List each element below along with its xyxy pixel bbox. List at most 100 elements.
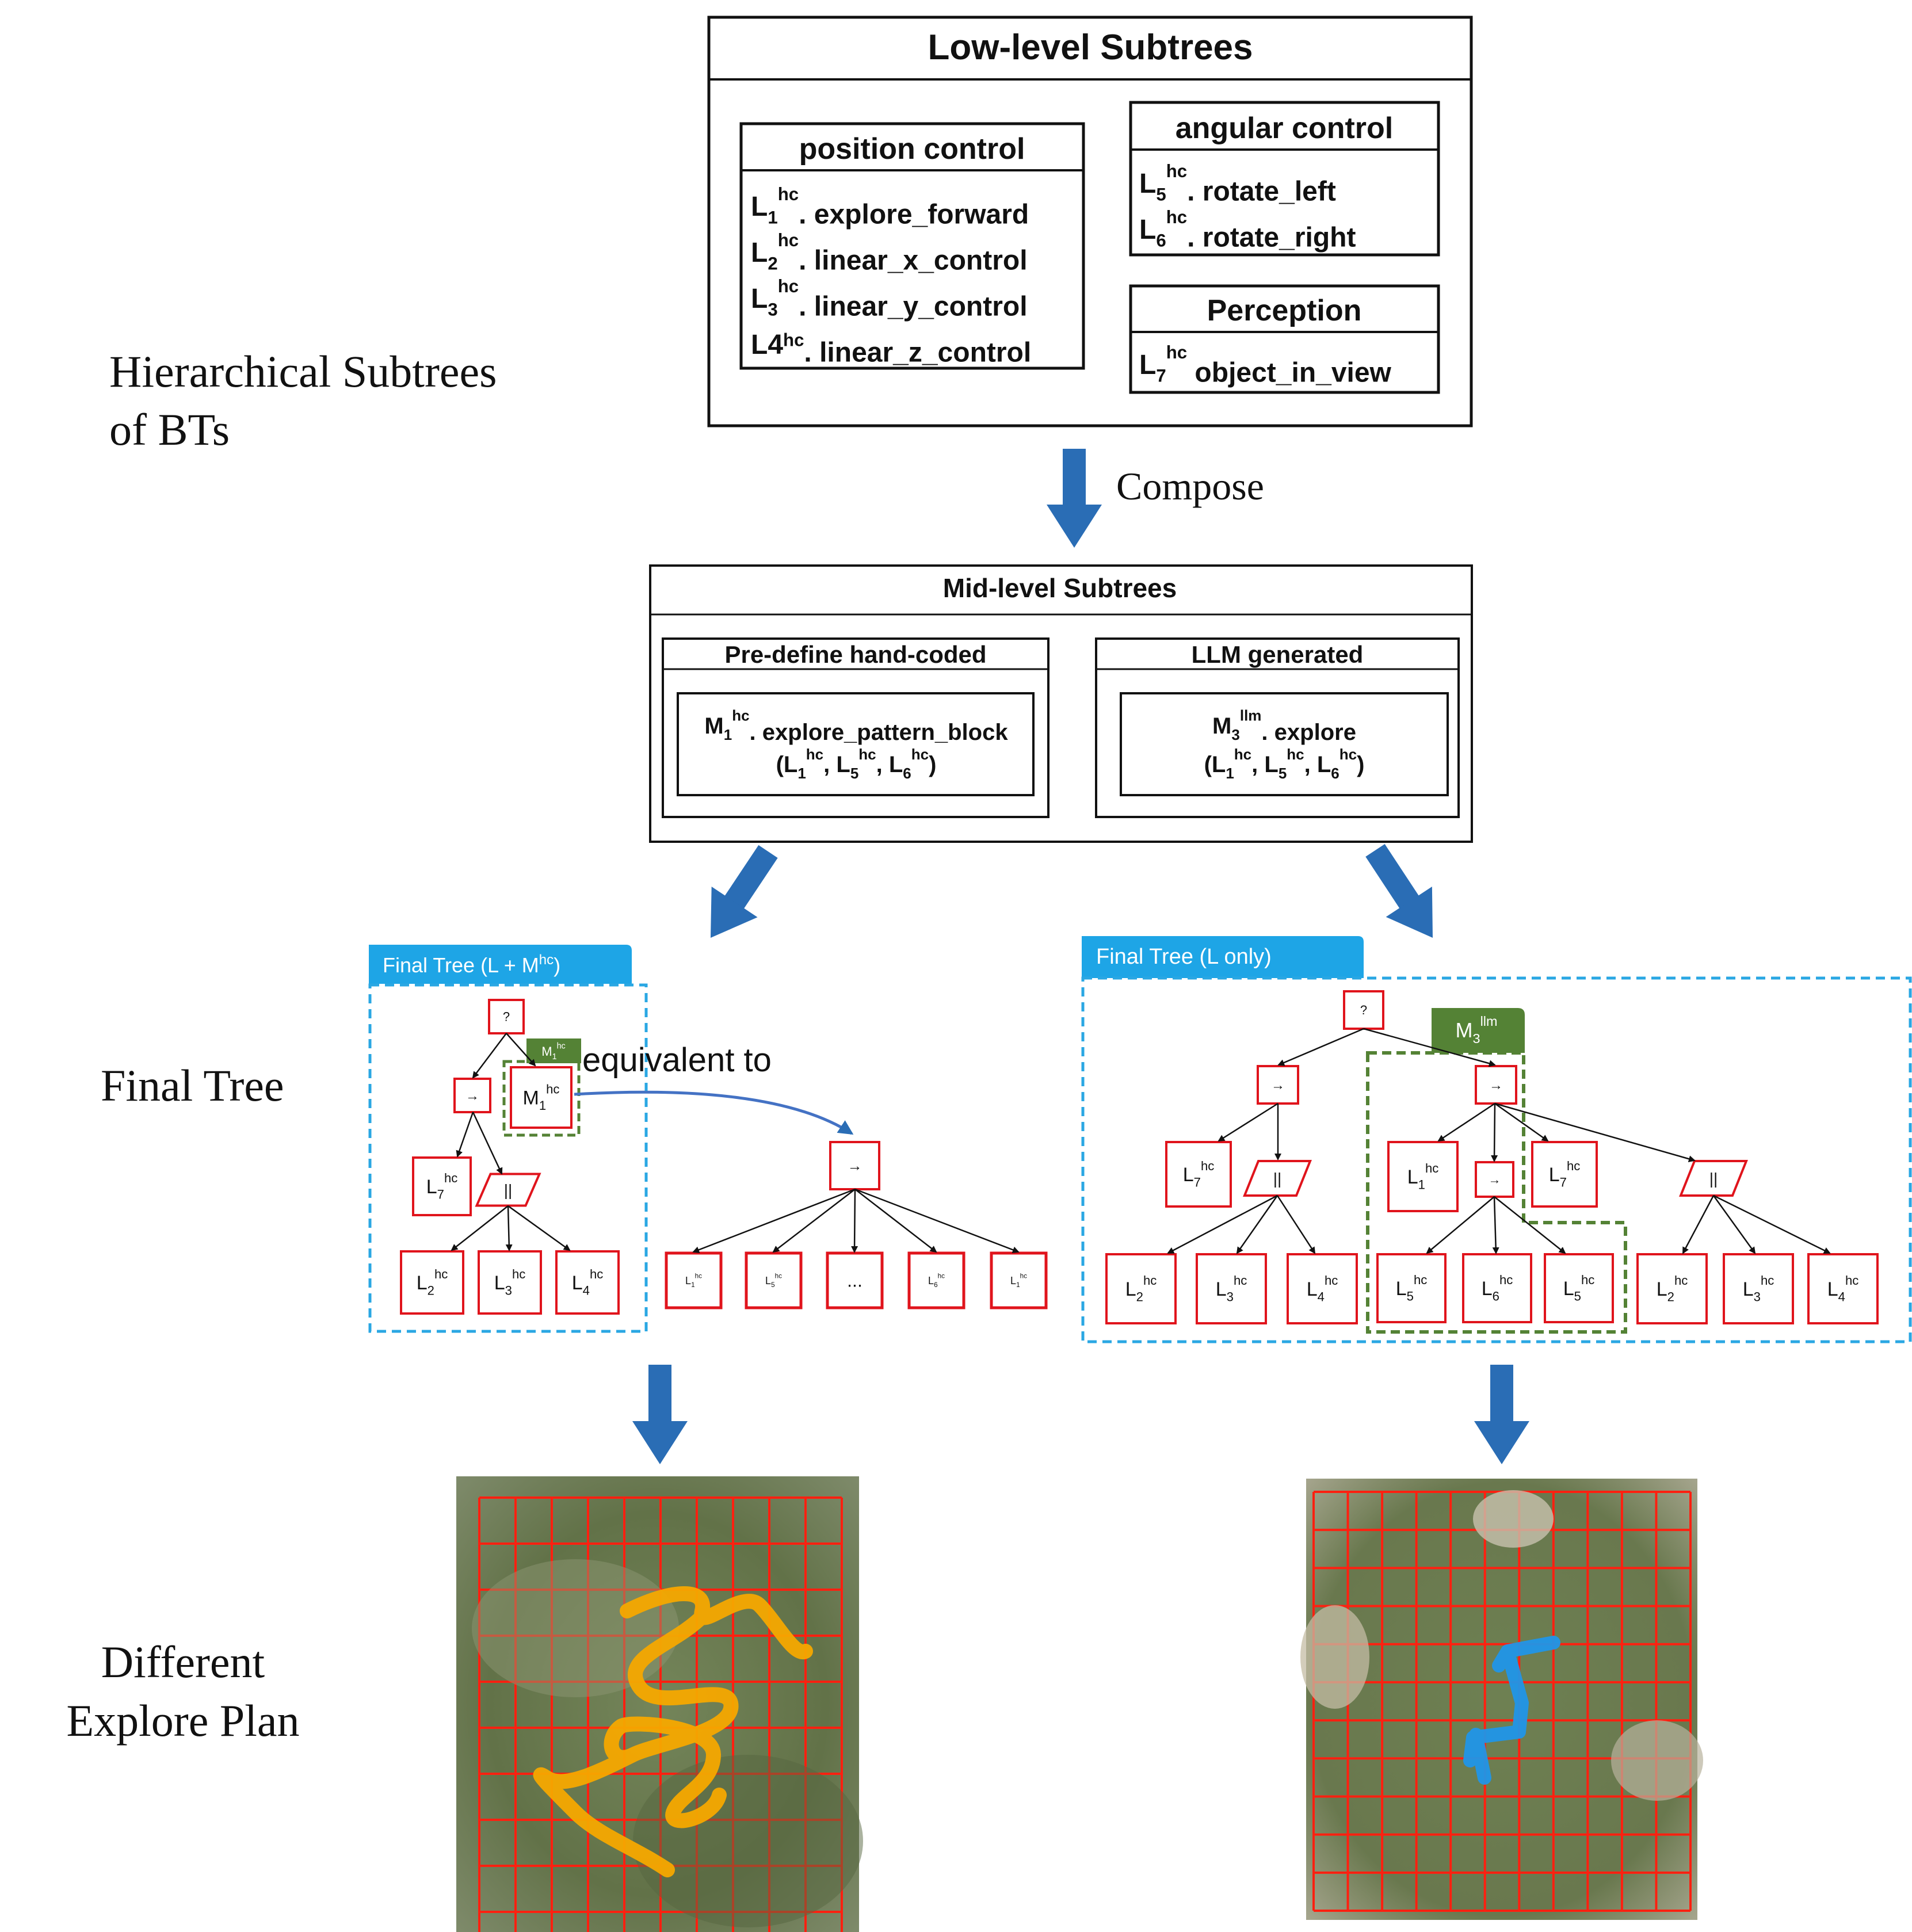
tree-edge: [456, 1112, 474, 1158]
node-selector-right: [1343, 990, 1384, 1030]
tree-edge: [1277, 1028, 1364, 1066]
map-terrain: [1306, 1479, 1697, 1920]
parallel-node-left-text: ||: [504, 1181, 513, 1199]
tree-edge: [851, 1189, 858, 1253]
expanded-leaf-3-text: L6hc: [928, 1273, 945, 1289]
node-sequence-right-inner-text: →: [1489, 1173, 1501, 1187]
leaf-right-left-2-text: L4hc: [1307, 1273, 1338, 1304]
leaf-right-mid-1: [1462, 1253, 1532, 1323]
compose-arrow: [1047, 449, 1102, 548]
plan-arrow-left: [632, 1365, 688, 1464]
node-sequence-right-mid-text: →: [1489, 1078, 1503, 1093]
tree-edge: [854, 1189, 937, 1253]
explore-path-blue: [1463, 1636, 1560, 1785]
perception-title: Perception: [1207, 294, 1362, 327]
side-label-hierarchical-2: of BTs: [109, 404, 230, 455]
arrow-shaft: [1365, 844, 1421, 911]
arrow-to-final-right: [1365, 844, 1433, 938]
arrow-head: [1474, 1421, 1529, 1464]
expanded-leaf-2-text: ...: [847, 1270, 863, 1291]
m1-node-text: M1hc: [523, 1082, 560, 1113]
m1-dashed-frame: [502, 1060, 581, 1137]
leaf-right-right-2: [1807, 1253, 1879, 1324]
llm-title: LLM generated: [1192, 641, 1364, 668]
angular-control-title: angular control: [1176, 112, 1393, 145]
tree-edge: [1492, 1196, 1499, 1254]
leaf-left-1: [478, 1250, 542, 1315]
map-patch: [472, 1559, 679, 1697]
expanded-leaf-3: [907, 1251, 965, 1309]
parallel-node-right-left: [1243, 1160, 1312, 1197]
arrow-to-final-left: [710, 845, 778, 938]
final-right-tab-label: Final Tree (L only): [1096, 945, 1272, 969]
leaf-right-left-1-text: L3hc: [1216, 1273, 1247, 1304]
tree-edge: [854, 1188, 1020, 1254]
arrow-head: [710, 886, 758, 938]
tree-edge: [1218, 1102, 1279, 1142]
llm-args: (L1hc, L5hc, L6hc): [1204, 746, 1365, 782]
node-selector-left-text: ?: [503, 1010, 510, 1024]
expanded-leaf-4: [990, 1251, 1048, 1309]
position-control-box: [739, 122, 1085, 370]
angular-control-box: [1129, 101, 1440, 257]
tree-edge: [1494, 1102, 1549, 1142]
mid-level-title: Mid-level Subtrees: [943, 573, 1177, 603]
side-label-hierarchical: Hierarchical Subtrees: [109, 346, 497, 396]
handcoded-args: (L1hc, L5hc, L6hc): [776, 746, 937, 782]
tree-edge: [1426, 1196, 1495, 1254]
l7-node-right: [1165, 1141, 1232, 1208]
leaf-left-0: [400, 1250, 464, 1315]
arrow-shaft: [1063, 449, 1086, 507]
leaf-left-1-text: L3hc: [494, 1267, 526, 1298]
position-item: L1hc. explore_forward: [751, 184, 1029, 230]
tree-edge: [1494, 1196, 1566, 1254]
tree-edge: [692, 1188, 856, 1253]
leaf-right-right-0-text: L2hc: [1657, 1273, 1688, 1304]
perception-box: [1129, 284, 1440, 394]
tree-edge: [507, 1205, 571, 1251]
tree-edge: [772, 1189, 856, 1253]
tree-edge: [506, 1033, 536, 1067]
arrow-shaft: [723, 845, 778, 911]
final-right-tab: [1082, 936, 1364, 978]
equivalent-arrow: [574, 1090, 854, 1135]
plan-arrow-right: [1474, 1365, 1529, 1464]
tree-edge: [1167, 1194, 1278, 1254]
handcoded-inner: [677, 692, 1035, 796]
arrow-shaft: [648, 1365, 671, 1424]
tree-edge: [1682, 1195, 1715, 1254]
map-patch: [1473, 1490, 1554, 1548]
position-item: L4hc. linear_z_control: [751, 330, 1031, 368]
expanded-leaf-4-text: L1hc: [1010, 1273, 1027, 1289]
expanded-leaf-1-text: L5hc: [765, 1273, 782, 1289]
perception-item: L7hc object_in_view: [1139, 342, 1392, 388]
expanded-leaf-0: [665, 1251, 723, 1309]
low-level-title: Low-level Subtrees: [928, 28, 1253, 67]
m1-node: [510, 1066, 573, 1129]
m3-badge: [1432, 1008, 1525, 1053]
l7-node-right-mid-text: L7hc: [1549, 1159, 1581, 1190]
map-patch: [1300, 1605, 1369, 1709]
explore-path-orange: [533, 1586, 813, 1877]
leaf-left-2-text: L4hc: [572, 1267, 604, 1298]
side-label-explore-2: Explore Plan: [66, 1696, 299, 1746]
angular-item: L5hc. rotate_left: [1139, 161, 1336, 207]
tree-edge: [505, 1205, 513, 1251]
final-left-tab: [369, 945, 632, 984]
tree-edge: [1437, 1102, 1495, 1142]
compose-label: Compose: [1116, 464, 1264, 508]
m1-badge-text: M1hc: [541, 1042, 565, 1062]
explore-map-right: [1300, 1479, 1703, 1920]
node-selector-left: [488, 999, 525, 1034]
l7-node-left: [412, 1156, 472, 1216]
parallel-node-right-right-text: ||: [1709, 1170, 1718, 1188]
tree-edge: [1713, 1194, 1831, 1254]
tree-edge: [1491, 1103, 1498, 1162]
l1-node-right-text: L1hc: [1407, 1161, 1439, 1192]
side-label-final-tree: Final Tree: [101, 1060, 284, 1110]
tree-edge: [1276, 1195, 1316, 1254]
llm-inner: [1120, 692, 1449, 796]
m3-dashed-frame: [1366, 1051, 1627, 1334]
